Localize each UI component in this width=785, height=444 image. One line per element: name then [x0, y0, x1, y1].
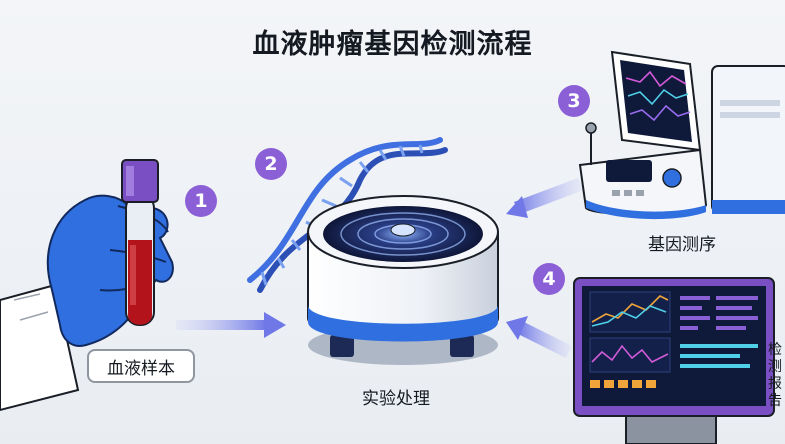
- centrifuge: [307, 195, 499, 365]
- blood-tube: [121, 159, 159, 326]
- step-label-blood-sample: 血液样本: [87, 349, 195, 383]
- gene-sequencer: [578, 50, 785, 220]
- page-title: 血液肿瘤基因检测流程: [252, 29, 533, 60]
- step-badge-4: 4: [533, 263, 565, 295]
- dna-helix: [247, 137, 448, 293]
- step-badge-3: 3: [558, 85, 590, 117]
- step-label-gene-sequencing: 基因测序: [648, 235, 716, 255]
- step-badge-1: 1: [185, 185, 217, 217]
- arrow-sequencing-to-processing: [506, 178, 584, 218]
- step-label-test-report: 检测报告: [768, 342, 782, 409]
- arrow-sample-to-processing: [176, 312, 286, 338]
- step-badge-2: 2: [255, 148, 287, 180]
- step-label-lab-processing: 实验处理: [362, 389, 430, 409]
- report-monitor: [573, 277, 775, 444]
- arrow-report-to-processing: [506, 316, 572, 358]
